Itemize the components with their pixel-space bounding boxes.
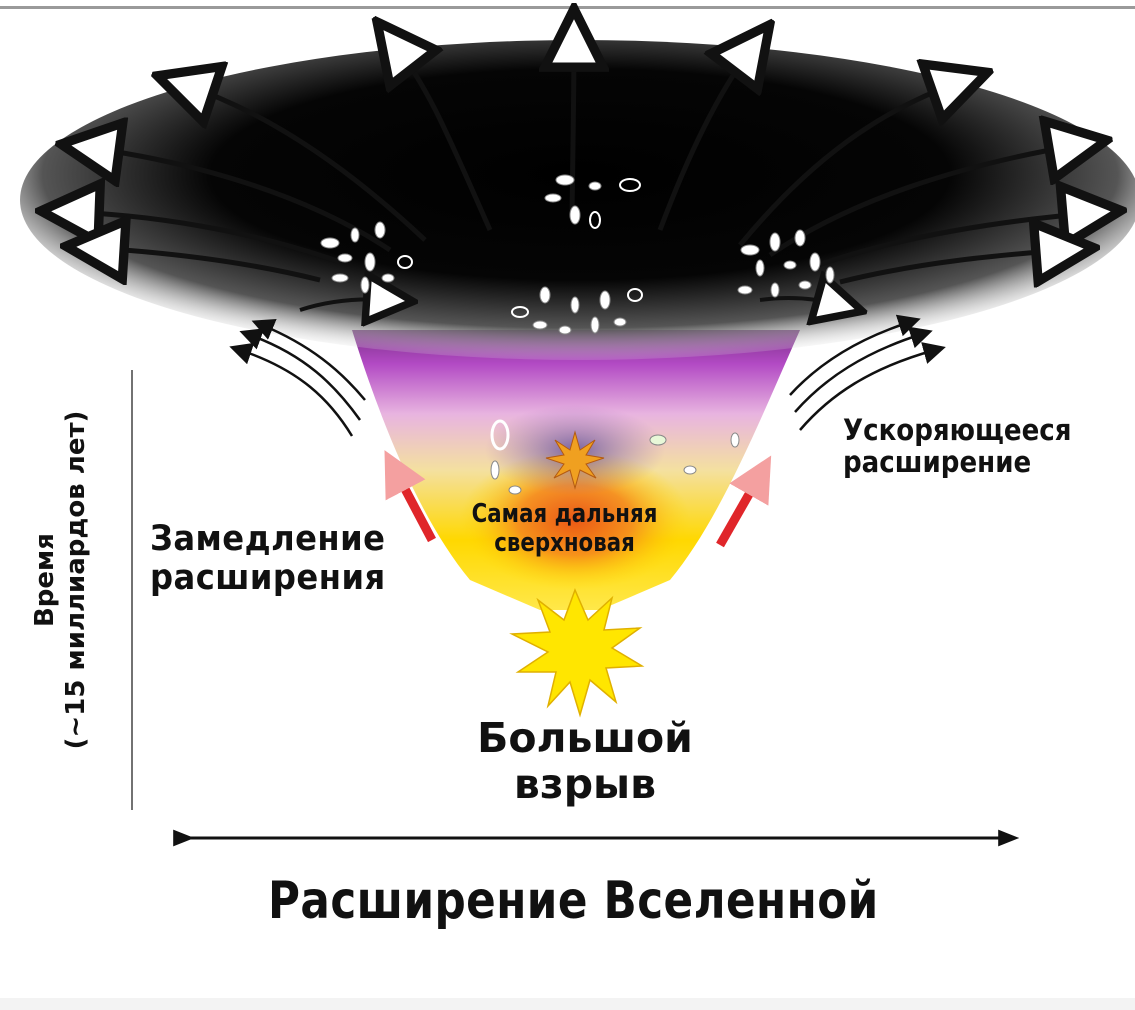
funnel-core-glow [460, 450, 690, 590]
time-axis-label: Время (~15 миллиардов лет) [30, 390, 92, 770]
inner-disk-curves [299, 298, 840, 310]
time-axis-line1: Время [30, 533, 60, 628]
galaxy-clusters [320, 174, 835, 495]
universe-expansion-text: Расширение Вселенной [268, 871, 879, 931]
universe-expansion-title: Расширение Вселенной [268, 872, 879, 930]
big-bang-burst-icon [509, 587, 645, 718]
supernova-burst-icon [545, 430, 605, 490]
accelerating-arrows-left [229, 318, 366, 437]
bottom-band [0, 998, 1135, 1010]
red-arrow-right [716, 455, 772, 548]
accelerating-arrows-right [789, 314, 946, 431]
red-arrow-left [384, 450, 436, 543]
time-axis-line2: (~15 миллиардов лет) [61, 410, 92, 750]
